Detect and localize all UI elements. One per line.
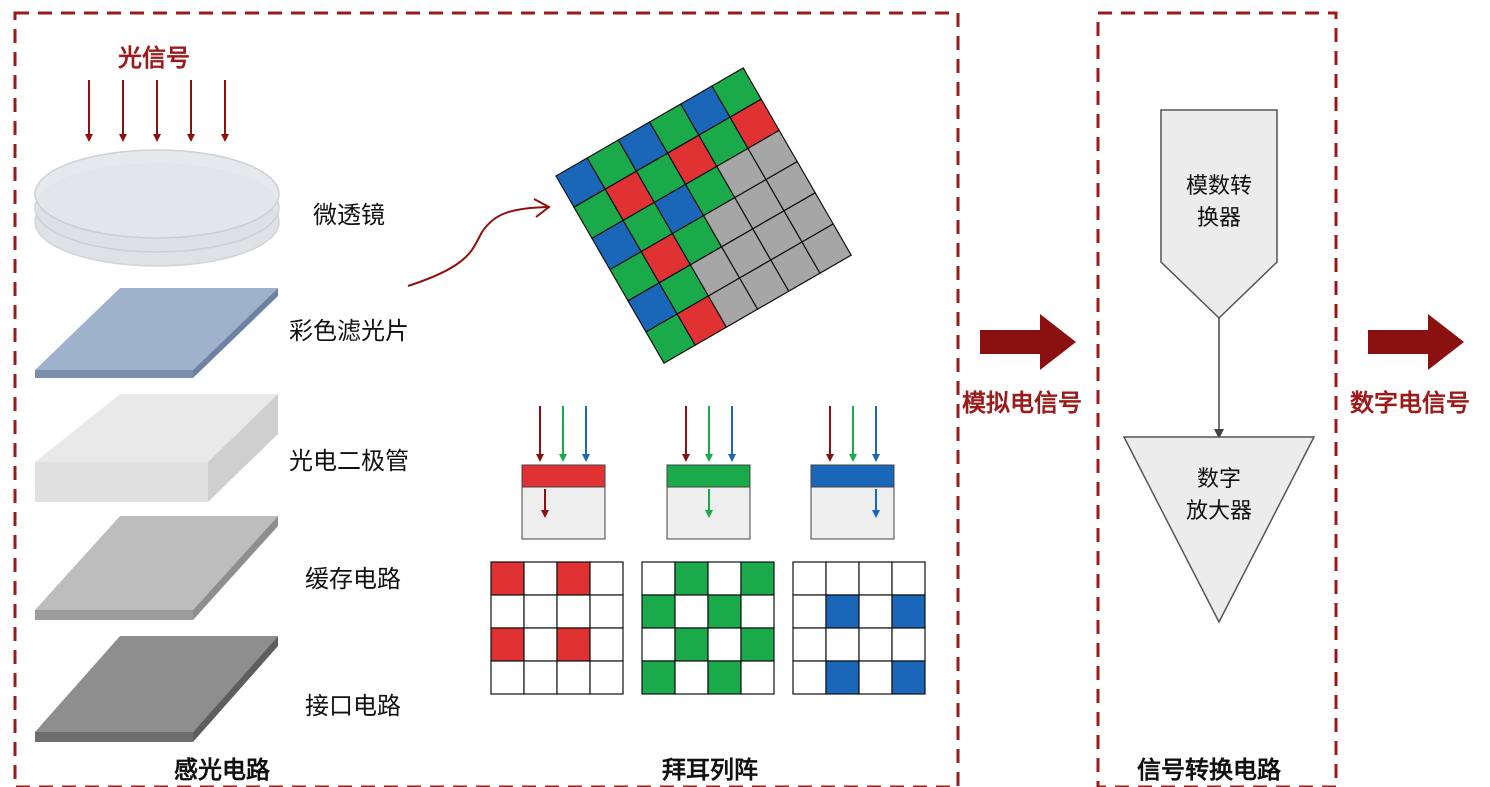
blue-pattern-grid [792, 561, 926, 695]
pattern-cell [825, 627, 860, 662]
pattern-cell [556, 627, 591, 662]
blue-channel-icon [810, 406, 895, 540]
curved-arrow [407, 206, 549, 287]
adc-label-line1: 模数转 [1185, 174, 1253, 199]
pattern-cell [589, 660, 624, 695]
amp-label-line2: 放大器 [1185, 499, 1253, 524]
pattern-cell [674, 561, 709, 596]
bayer-cell [801, 223, 853, 275]
layer-label-buffer: 缓存电路 [305, 565, 401, 593]
pattern-cell [740, 660, 775, 695]
pattern-cell [674, 660, 709, 695]
digital-flow-arrow [1368, 314, 1464, 370]
pattern-cell [740, 594, 775, 629]
pattern-cell [490, 594, 525, 629]
pattern-cell [523, 594, 558, 629]
pattern-cell [792, 594, 827, 629]
pattern-cell [523, 627, 558, 662]
pattern-cell [589, 561, 624, 596]
pattern-cell [490, 561, 525, 596]
pattern-cell [641, 627, 676, 662]
green-channel-icon [666, 406, 751, 540]
bayer-grid [555, 67, 853, 365]
pattern-cell [891, 594, 926, 629]
pattern-cell [891, 561, 926, 596]
micro-lens-layer [34, 149, 280, 267]
pattern-cell [490, 627, 525, 662]
pattern-cell [523, 660, 558, 695]
converter-frame [1096, 11, 1338, 787]
pattern-cell [792, 561, 827, 596]
sensor-frame [13, 11, 960, 787]
curved-arrow-head [533, 198, 551, 218]
pattern-cell [792, 660, 827, 695]
pattern-cell [490, 660, 525, 695]
pattern-cell [641, 594, 676, 629]
adc-label-line2: 换器 [1196, 206, 1242, 231]
pattern-cell [707, 561, 742, 596]
pattern-cell [825, 660, 860, 695]
pattern-cell [891, 660, 926, 695]
green-pattern-grid [641, 561, 775, 695]
amplifier-block [1122, 436, 1316, 624]
digital-signal-label: 数字电信号 [1350, 389, 1470, 417]
pattern-cell [556, 594, 591, 629]
light-signal-label: 光信号 [118, 44, 190, 72]
pattern-cell [556, 660, 591, 695]
pattern-cell [858, 660, 893, 695]
red-channel-icon [521, 406, 606, 540]
pattern-cell [589, 594, 624, 629]
pattern-cell [792, 627, 827, 662]
light-arrows [85, 80, 229, 142]
pattern-cell [858, 561, 893, 596]
pattern-cell [589, 627, 624, 662]
converter-section-title: 信号转换电路 [1137, 756, 1281, 784]
pattern-cell [707, 627, 742, 662]
bayer-section-title: 拜耳列阵 [662, 756, 758, 784]
analog-signal-label: 模拟电信号 [962, 389, 1082, 417]
amp-label-line1: 数字 [1196, 467, 1242, 492]
layer-label-interface: 接口电路 [305, 692, 401, 720]
adc-block [1160, 109, 1278, 320]
red-pattern-grid [490, 561, 624, 695]
photodiode-layer [35, 394, 278, 502]
pattern-cell [674, 627, 709, 662]
interface-layer [35, 636, 278, 742]
pattern-cell [825, 561, 860, 596]
pattern-cell [858, 594, 893, 629]
buffer-layer [35, 516, 278, 620]
pattern-cell [740, 561, 775, 596]
layer-label-photodiode: 光电二极管 [289, 447, 409, 475]
layer-label-microlens: 微透镜 [313, 201, 385, 229]
pattern-cell [825, 594, 860, 629]
pattern-cell [641, 660, 676, 695]
pattern-cell [891, 627, 926, 662]
pattern-cell [707, 660, 742, 695]
pattern-cell [740, 627, 775, 662]
color-filter-layer [35, 288, 278, 378]
pattern-cell [858, 627, 893, 662]
pattern-cell [556, 561, 591, 596]
pattern-cell [641, 561, 676, 596]
layer-label-color-filter: 彩色滤光片 [289, 317, 409, 345]
pattern-cell [707, 594, 742, 629]
pattern-cell [674, 594, 709, 629]
sensor-section-title: 感光电路 [174, 756, 270, 784]
pattern-cell [523, 561, 558, 596]
analog-flow-arrow [980, 314, 1076, 370]
